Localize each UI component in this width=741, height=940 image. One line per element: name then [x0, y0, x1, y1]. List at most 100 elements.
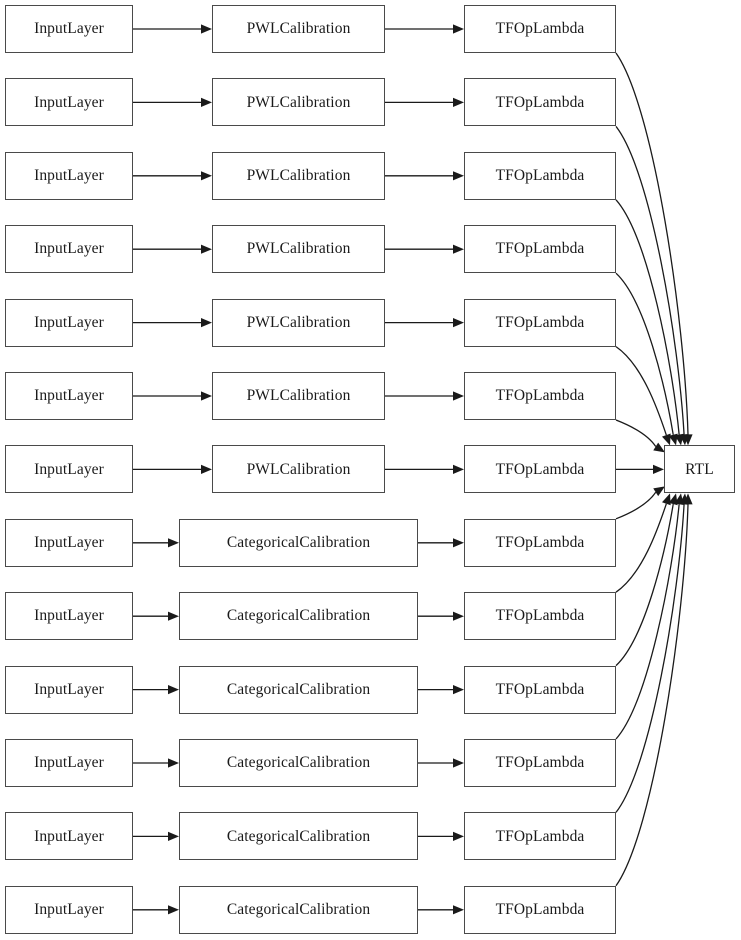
graph-node-label: InputLayer — [34, 387, 104, 405]
graph-node-op1[interactable]: TFOpLambda — [464, 5, 616, 53]
graph-node-in5[interactable]: InputLayer — [5, 298, 133, 347]
graph-edge-cal13-to-op13-arrowhead — [453, 905, 464, 915]
graph-node-label: InputLayer — [34, 534, 104, 552]
graph-node-cal7[interactable]: PWLCalibration — [212, 445, 385, 494]
graph-node-label: InputLayer — [34, 20, 104, 38]
graph-edge-op1-to-rtl — [615, 52, 689, 435]
graph-edge-in6-to-cal6-arrowhead — [201, 391, 212, 401]
graph-edge-in5-to-cal5-arrowhead — [201, 318, 212, 328]
graph-node-cal3[interactable]: PWLCalibration — [212, 151, 385, 200]
graph-node-label: InputLayer — [34, 754, 104, 772]
graph-node-label: InputLayer — [34, 93, 104, 111]
graph-node-label: PWLCalibration — [246, 387, 351, 405]
graph-node-label: PWLCalibration — [246, 167, 351, 185]
graph-node-op7[interactable]: TFOpLambda — [464, 445, 616, 494]
graph-edge-in9-to-cal9-arrowhead — [168, 611, 179, 621]
graph-node-label: RTL — [685, 460, 714, 478]
graph-node-label: PWLCalibration — [246, 20, 351, 38]
graph-node-label: InputLayer — [34, 167, 104, 185]
graph-node-in12[interactable]: InputLayer — [5, 812, 133, 861]
graph-node-cal10[interactable]: CategoricalCalibration — [179, 665, 418, 714]
graph-node-in4[interactable]: InputLayer — [5, 225, 133, 274]
graph-node-label: PWLCalibration — [246, 460, 351, 478]
graph-edge-op6-to-rtl — [615, 419, 657, 447]
graph-node-cal6[interactable]: PWLCalibration — [212, 372, 385, 420]
graph-edge-cal3-to-op3-arrowhead — [453, 171, 464, 181]
graph-node-cal2[interactable]: PWLCalibration — [212, 78, 385, 127]
graph-node-label: TFOpLambda — [495, 167, 585, 185]
graph-node-label: InputLayer — [34, 240, 104, 258]
graph-node-cal12[interactable]: CategoricalCalibration — [179, 812, 418, 861]
graph-node-in7[interactable]: InputLayer — [5, 445, 133, 494]
graph-node-in3[interactable]: InputLayer — [5, 151, 133, 200]
graph-edge-op11-to-rtl — [615, 504, 680, 740]
graph-edge-cal7-to-op7-arrowhead — [453, 464, 464, 474]
graph-edge-op13-to-rtl — [615, 504, 689, 887]
graph-node-label: CategoricalCalibration — [226, 680, 371, 698]
graph-node-rtl[interactable]: RTL — [664, 445, 735, 494]
graph-node-cal13[interactable]: CategoricalCalibration — [179, 885, 418, 934]
graph-node-op6[interactable]: TFOpLambda — [464, 372, 616, 420]
graph-edge-op12-to-rtl — [615, 504, 685, 813]
graph-node-op13[interactable]: TFOpLambda — [464, 885, 616, 934]
graph-node-label: PWLCalibration — [246, 240, 351, 258]
graph-edge-cal12-to-op12-arrowhead — [453, 831, 464, 841]
graph-node-in13[interactable]: InputLayer — [5, 885, 133, 934]
graph-edge-in7-to-cal7-arrowhead — [201, 464, 212, 474]
graph-edge-op5-to-rtl — [615, 346, 667, 436]
graph-node-in1[interactable]: InputLayer — [5, 5, 133, 53]
graph-edge-op8-to-rtl — [615, 491, 657, 520]
graph-edge-in11-to-cal11-arrowhead — [168, 758, 179, 768]
graph-node-label: CategoricalCalibration — [226, 754, 371, 772]
graph-node-label: CategoricalCalibration — [226, 607, 371, 625]
graph-edge-in2-to-cal2-arrowhead — [201, 97, 212, 107]
graph-edge-in12-to-cal12-arrowhead — [168, 831, 179, 841]
graph-node-in10[interactable]: InputLayer — [5, 665, 133, 714]
graph-node-label: InputLayer — [34, 680, 104, 698]
graph-node-op3[interactable]: TFOpLambda — [464, 151, 616, 200]
graph-edge-op1-to-rtl-arrowhead — [683, 434, 693, 446]
graph-node-in6[interactable]: InputLayer — [5, 372, 133, 420]
graph-node-label: CategoricalCalibration — [226, 534, 371, 552]
graph-node-cal5[interactable]: PWLCalibration — [212, 298, 385, 347]
graph-node-in11[interactable]: InputLayer — [5, 739, 133, 787]
graph-node-label: InputLayer — [34, 313, 104, 331]
graph-node-op4[interactable]: TFOpLambda — [464, 225, 616, 274]
graph-node-label: TFOpLambda — [495, 754, 585, 772]
graph-node-cal9[interactable]: CategoricalCalibration — [179, 592, 418, 641]
graph-node-op11[interactable]: TFOpLambda — [464, 739, 616, 787]
graph-node-op8[interactable]: TFOpLambda — [464, 518, 616, 567]
graph-node-label: InputLayer — [34, 901, 104, 919]
graph-node-op10[interactable]: TFOpLambda — [464, 665, 616, 714]
graph-edge-op4-to-rtl — [615, 272, 674, 435]
graph-node-cal1[interactable]: PWLCalibration — [212, 5, 385, 53]
graph-node-label: TFOpLambda — [495, 534, 585, 552]
graph-node-cal11[interactable]: CategoricalCalibration — [179, 739, 418, 787]
graph-edge-op4-to-rtl-arrowhead — [668, 433, 678, 446]
graph-node-label: InputLayer — [34, 460, 104, 478]
graph-node-in9[interactable]: InputLayer — [5, 592, 133, 641]
graph-edge-in13-to-cal13-arrowhead — [168, 905, 179, 915]
graph-edge-op3-to-rtl-arrowhead — [674, 433, 684, 446]
graph-node-in2[interactable]: InputLayer — [5, 78, 133, 127]
graph-edge-op12-to-rtl-arrowhead — [679, 493, 689, 505]
graph-node-label: TFOpLambda — [495, 20, 585, 38]
graph-node-op12[interactable]: TFOpLambda — [464, 812, 616, 861]
graph-edge-op2-to-rtl-arrowhead — [679, 434, 689, 446]
graph-node-label: InputLayer — [34, 827, 104, 845]
graph-node-label: TFOpLambda — [495, 240, 585, 258]
graph-node-op5[interactable]: TFOpLambda — [464, 298, 616, 347]
graph-node-cal8[interactable]: CategoricalCalibration — [179, 518, 418, 567]
graph-edge-op9-to-rtl-arrowhead — [661, 493, 671, 506]
graph-node-label: InputLayer — [34, 607, 104, 625]
graph-node-label: TFOpLambda — [495, 607, 585, 625]
graph-node-in8[interactable]: InputLayer — [5, 518, 133, 567]
graph-edge-cal1-to-op1-arrowhead — [453, 24, 464, 34]
graph-node-op2[interactable]: TFOpLambda — [464, 78, 616, 127]
graph-edge-op9-to-rtl — [615, 503, 667, 593]
graph-node-op9[interactable]: TFOpLambda — [464, 592, 616, 641]
graph-node-label: TFOpLambda — [495, 901, 585, 919]
graph-node-cal4[interactable]: PWLCalibration — [212, 225, 385, 274]
graph-edge-in8-to-cal8-arrowhead — [168, 538, 179, 548]
